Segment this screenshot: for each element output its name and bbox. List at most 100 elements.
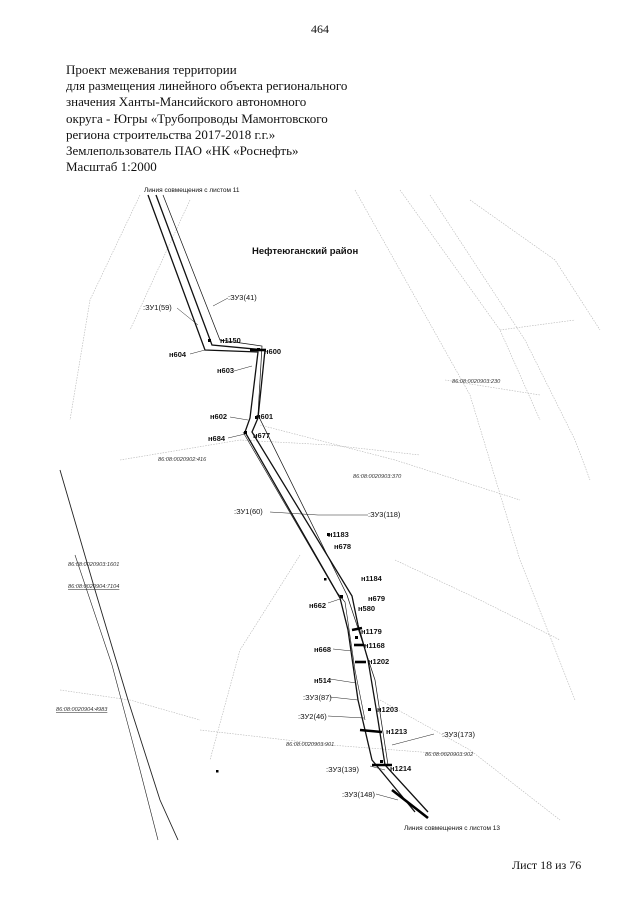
point-label: н514 (314, 676, 332, 685)
leader (369, 765, 386, 771)
cadastral-line (394, 559, 561, 641)
cadastral-line (59, 689, 201, 721)
leader (233, 365, 253, 372)
point-marker (255, 416, 258, 419)
point-marker (324, 578, 327, 581)
highlight-segments (250, 348, 429, 820)
leader (329, 696, 359, 701)
cadastral-line (69, 194, 141, 421)
point-label: н1202 (368, 657, 389, 666)
scale-line: Масштаб 1:2000 (66, 159, 157, 175)
leader-lines (176, 297, 435, 801)
point-label: н604 (169, 350, 187, 359)
point-label: н602 (210, 412, 227, 421)
point-label: н662 (309, 601, 326, 610)
point-label: н668 (314, 645, 331, 654)
cadastral-boundaries (59, 189, 601, 821)
leader (329, 678, 357, 684)
edge-label-top: Линия совмещения с листом 11 (144, 187, 240, 194)
leader (229, 416, 249, 421)
leader (332, 648, 353, 652)
pipeline-corridor (147, 194, 429, 813)
segment (359, 728, 383, 734)
cadastral-line (259, 424, 521, 501)
leader (269, 511, 368, 516)
cadastral-number: 86:08:0020903:901 (286, 742, 334, 748)
point-label: н684 (208, 434, 226, 443)
corridor-inner-line (242, 431, 366, 721)
cadastral-line (379, 699, 561, 821)
corridor-left-edge (147, 194, 416, 813)
plot-label: :ЗУ3(87) (303, 693, 332, 702)
point-label: н1168 (364, 641, 385, 650)
plot-label: :ЗУ3(139) (326, 765, 359, 774)
point-marker (340, 595, 343, 598)
edge-label-bottom: Линия совмещения с листом 13 (404, 825, 500, 832)
cadastral-line (199, 729, 461, 756)
title-line: значения Ханты-Мансийского автономного (66, 94, 307, 110)
cadastral-line (354, 189, 576, 701)
title-line: Проект межевания территории (66, 62, 237, 77)
cadastral-line (129, 199, 191, 331)
leader (327, 715, 365, 719)
point-marker (244, 431, 247, 434)
point-label: н1183 (328, 530, 349, 539)
boundary-line (59, 469, 179, 841)
plot-label: :ЗУ2(46) (298, 712, 327, 721)
corridor-right-edge (155, 194, 429, 813)
plot-label: :ЗУ3(148) (342, 790, 375, 799)
district-label: Нефтеюганский район (252, 246, 358, 257)
cadastral-line (399, 189, 541, 421)
cadastral-number: 86:08:0020904:7104 (68, 584, 119, 590)
point-label: н1203 (377, 705, 398, 714)
cadastral-line (499, 319, 576, 331)
cadastral-line (429, 194, 591, 481)
left-boundaries (59, 469, 179, 841)
plot-label: :ЗУ3(118) (368, 510, 401, 519)
cadastral-number: 86:08:0020903:1601 (68, 562, 119, 568)
point-marker (355, 636, 358, 639)
cadastral-number: 86:08:0020904:4983 (56, 707, 108, 713)
point-marker (208, 339, 211, 342)
point-marker (327, 533, 330, 536)
cadastral-number: 86:08:0020903:230 (452, 379, 501, 385)
title-line: региона строительства 2017-2018 г.г.» (66, 126, 276, 142)
point-label: н600 (264, 347, 281, 356)
title-line: округа - Югры «Трубопроводы Мамонтовског… (66, 110, 328, 126)
leader (227, 433, 246, 439)
point-label: н580 (358, 604, 375, 613)
point-label: н601 (256, 412, 273, 421)
point-marker (380, 760, 383, 763)
cadastral-line (469, 199, 601, 331)
point-label: н1184 (361, 574, 383, 583)
point-marker (257, 348, 260, 351)
point-label: н679 (368, 594, 385, 603)
boundary-line (74, 554, 159, 841)
plot-label: :ЗУ1(60) (234, 507, 263, 516)
page-number: 464 (311, 22, 329, 36)
corridor-inner-line (162, 194, 389, 766)
plot-label: :ЗУ1(59) (143, 303, 172, 312)
point-label: н1213 (386, 727, 407, 736)
point-label: н678 (334, 542, 351, 551)
leader (212, 297, 229, 307)
point-marker (368, 708, 371, 711)
cadastral-line (209, 554, 301, 761)
cadastral-number: 86:08:0020903:902 (425, 752, 474, 758)
leader (189, 349, 206, 355)
title-block: Проект межевания территории для размещен… (66, 62, 386, 175)
plot-label: :ЗУ3(41) (228, 293, 257, 302)
leader (176, 307, 199, 326)
point-marker (216, 770, 219, 773)
cadastral-line (119, 439, 421, 461)
point-label: н1150 (220, 336, 241, 345)
leader (327, 597, 344, 604)
cadastral-number: 86:08:0020903:370 (353, 474, 402, 480)
point-label: н1214 (390, 764, 412, 773)
title-line: для размещения линейного объекта региона… (66, 78, 348, 94)
plot-label: :ЗУ3(173) (442, 730, 475, 739)
point-label: н603 (217, 366, 234, 375)
cadastral-number: 86:08:0020902:416 (158, 457, 207, 463)
leader (375, 793, 399, 801)
